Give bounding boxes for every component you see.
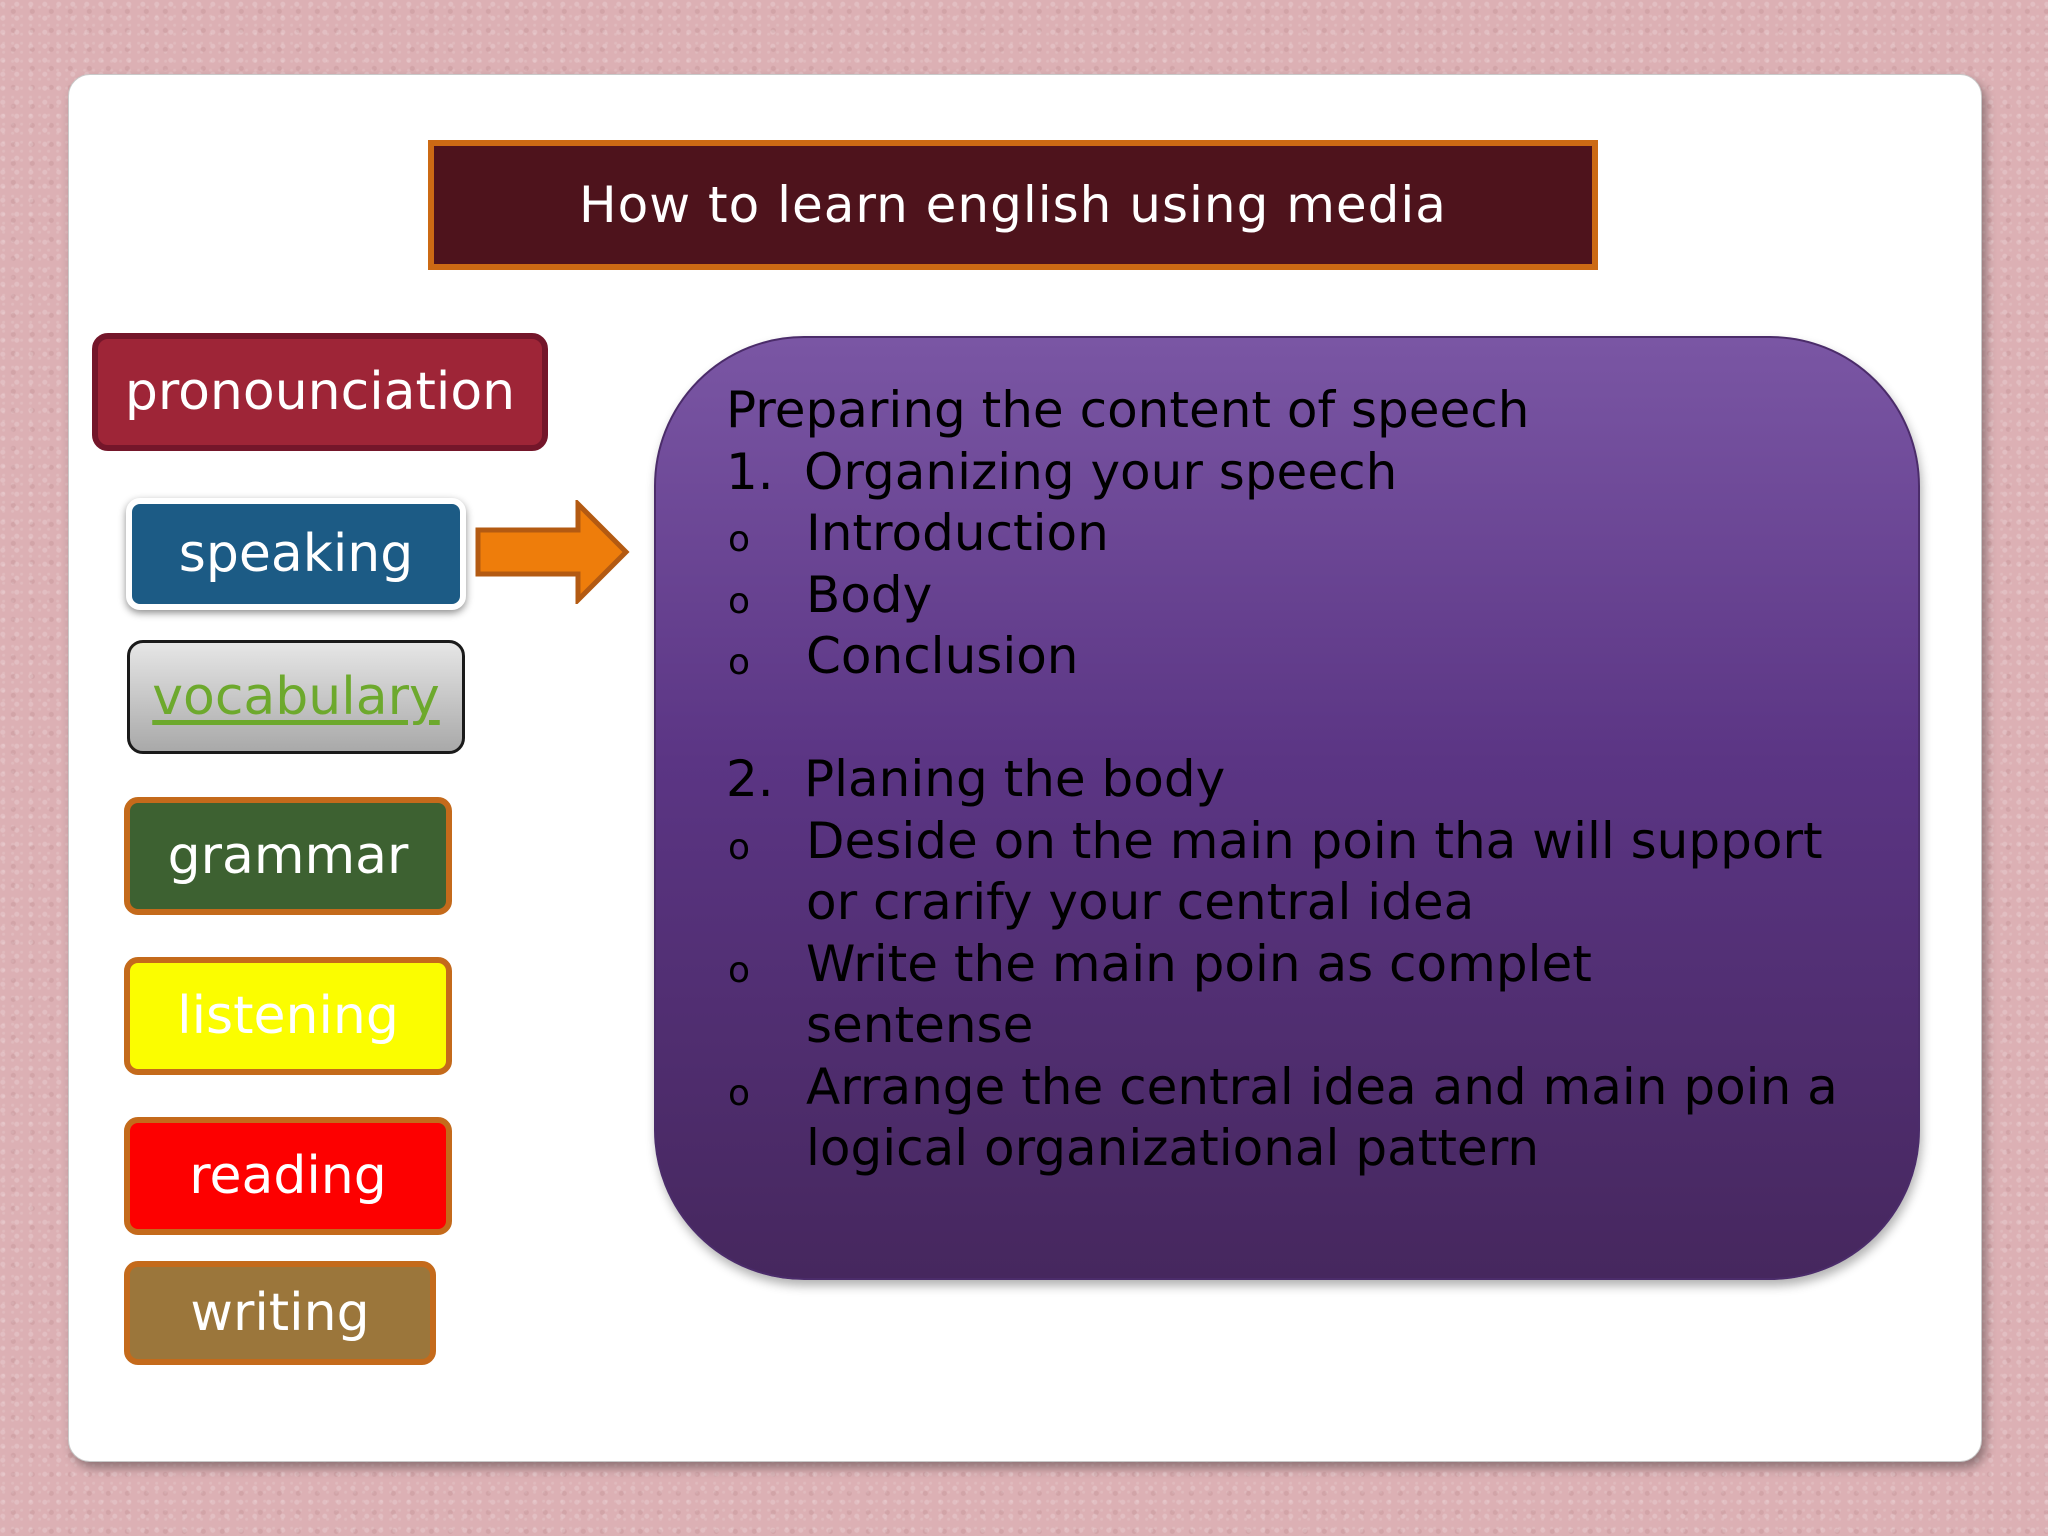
list-number: 1. <box>726 442 774 501</box>
section-2-title: 2. Planing the body <box>726 749 1868 811</box>
list-number: 2. <box>726 750 774 808</box>
circle-bullet-icon: o <box>728 519 751 560</box>
reading-button[interactable]: reading <box>124 1117 452 1235</box>
grammar-label: grammar <box>167 826 409 886</box>
slide-title-text: How to learn english using media <box>579 176 1447 234</box>
list-item: o Introduction <box>726 503 1868 565</box>
list-item: o Conclusion <box>726 626 1868 688</box>
circle-bullet-icon: o <box>728 642 751 683</box>
right-arrow-icon <box>475 500 630 604</box>
slide-title: How to learn english using media <box>428 140 1598 270</box>
pronunciation-button[interactable]: pronounciation <box>92 333 548 451</box>
circle-bullet-icon: o <box>728 580 751 622</box>
vocabulary-link[interactable]: vocabulary <box>127 640 465 754</box>
section-1-title: 1. Organizing your speech <box>726 442 1868 504</box>
listening-label: listening <box>177 986 399 1046</box>
writing-button[interactable]: writing <box>124 1261 436 1365</box>
spacer <box>726 688 1868 750</box>
circle-bullet-icon: o <box>728 949 751 991</box>
speech-content-panel: Preparing the content of speech 1. Organ… <box>654 336 1920 1280</box>
list-item: o Deside on the main poin tha will suppo… <box>726 811 1868 934</box>
grammar-button[interactable]: grammar <box>124 797 452 915</box>
list-item: o Arrange the central idea and main poin… <box>726 1057 1868 1180</box>
pronunciation-label: pronounciation <box>124 362 516 422</box>
speaking-button[interactable]: speaking <box>126 498 466 610</box>
list-item: o Body <box>726 565 1868 627</box>
listening-button[interactable]: listening <box>124 957 452 1075</box>
reading-label: reading <box>189 1146 387 1206</box>
circle-bullet-icon: o <box>728 1072 751 1114</box>
vocabulary-label: vocabulary <box>152 667 440 727</box>
circle-bullet-icon: o <box>728 826 751 868</box>
writing-label: writing <box>190 1283 370 1343</box>
speaking-label: speaking <box>178 524 414 584</box>
list-item: o Write the main poin as complet sentens… <box>726 934 1868 1057</box>
content-heading: Preparing the content of speech <box>726 381 1530 439</box>
